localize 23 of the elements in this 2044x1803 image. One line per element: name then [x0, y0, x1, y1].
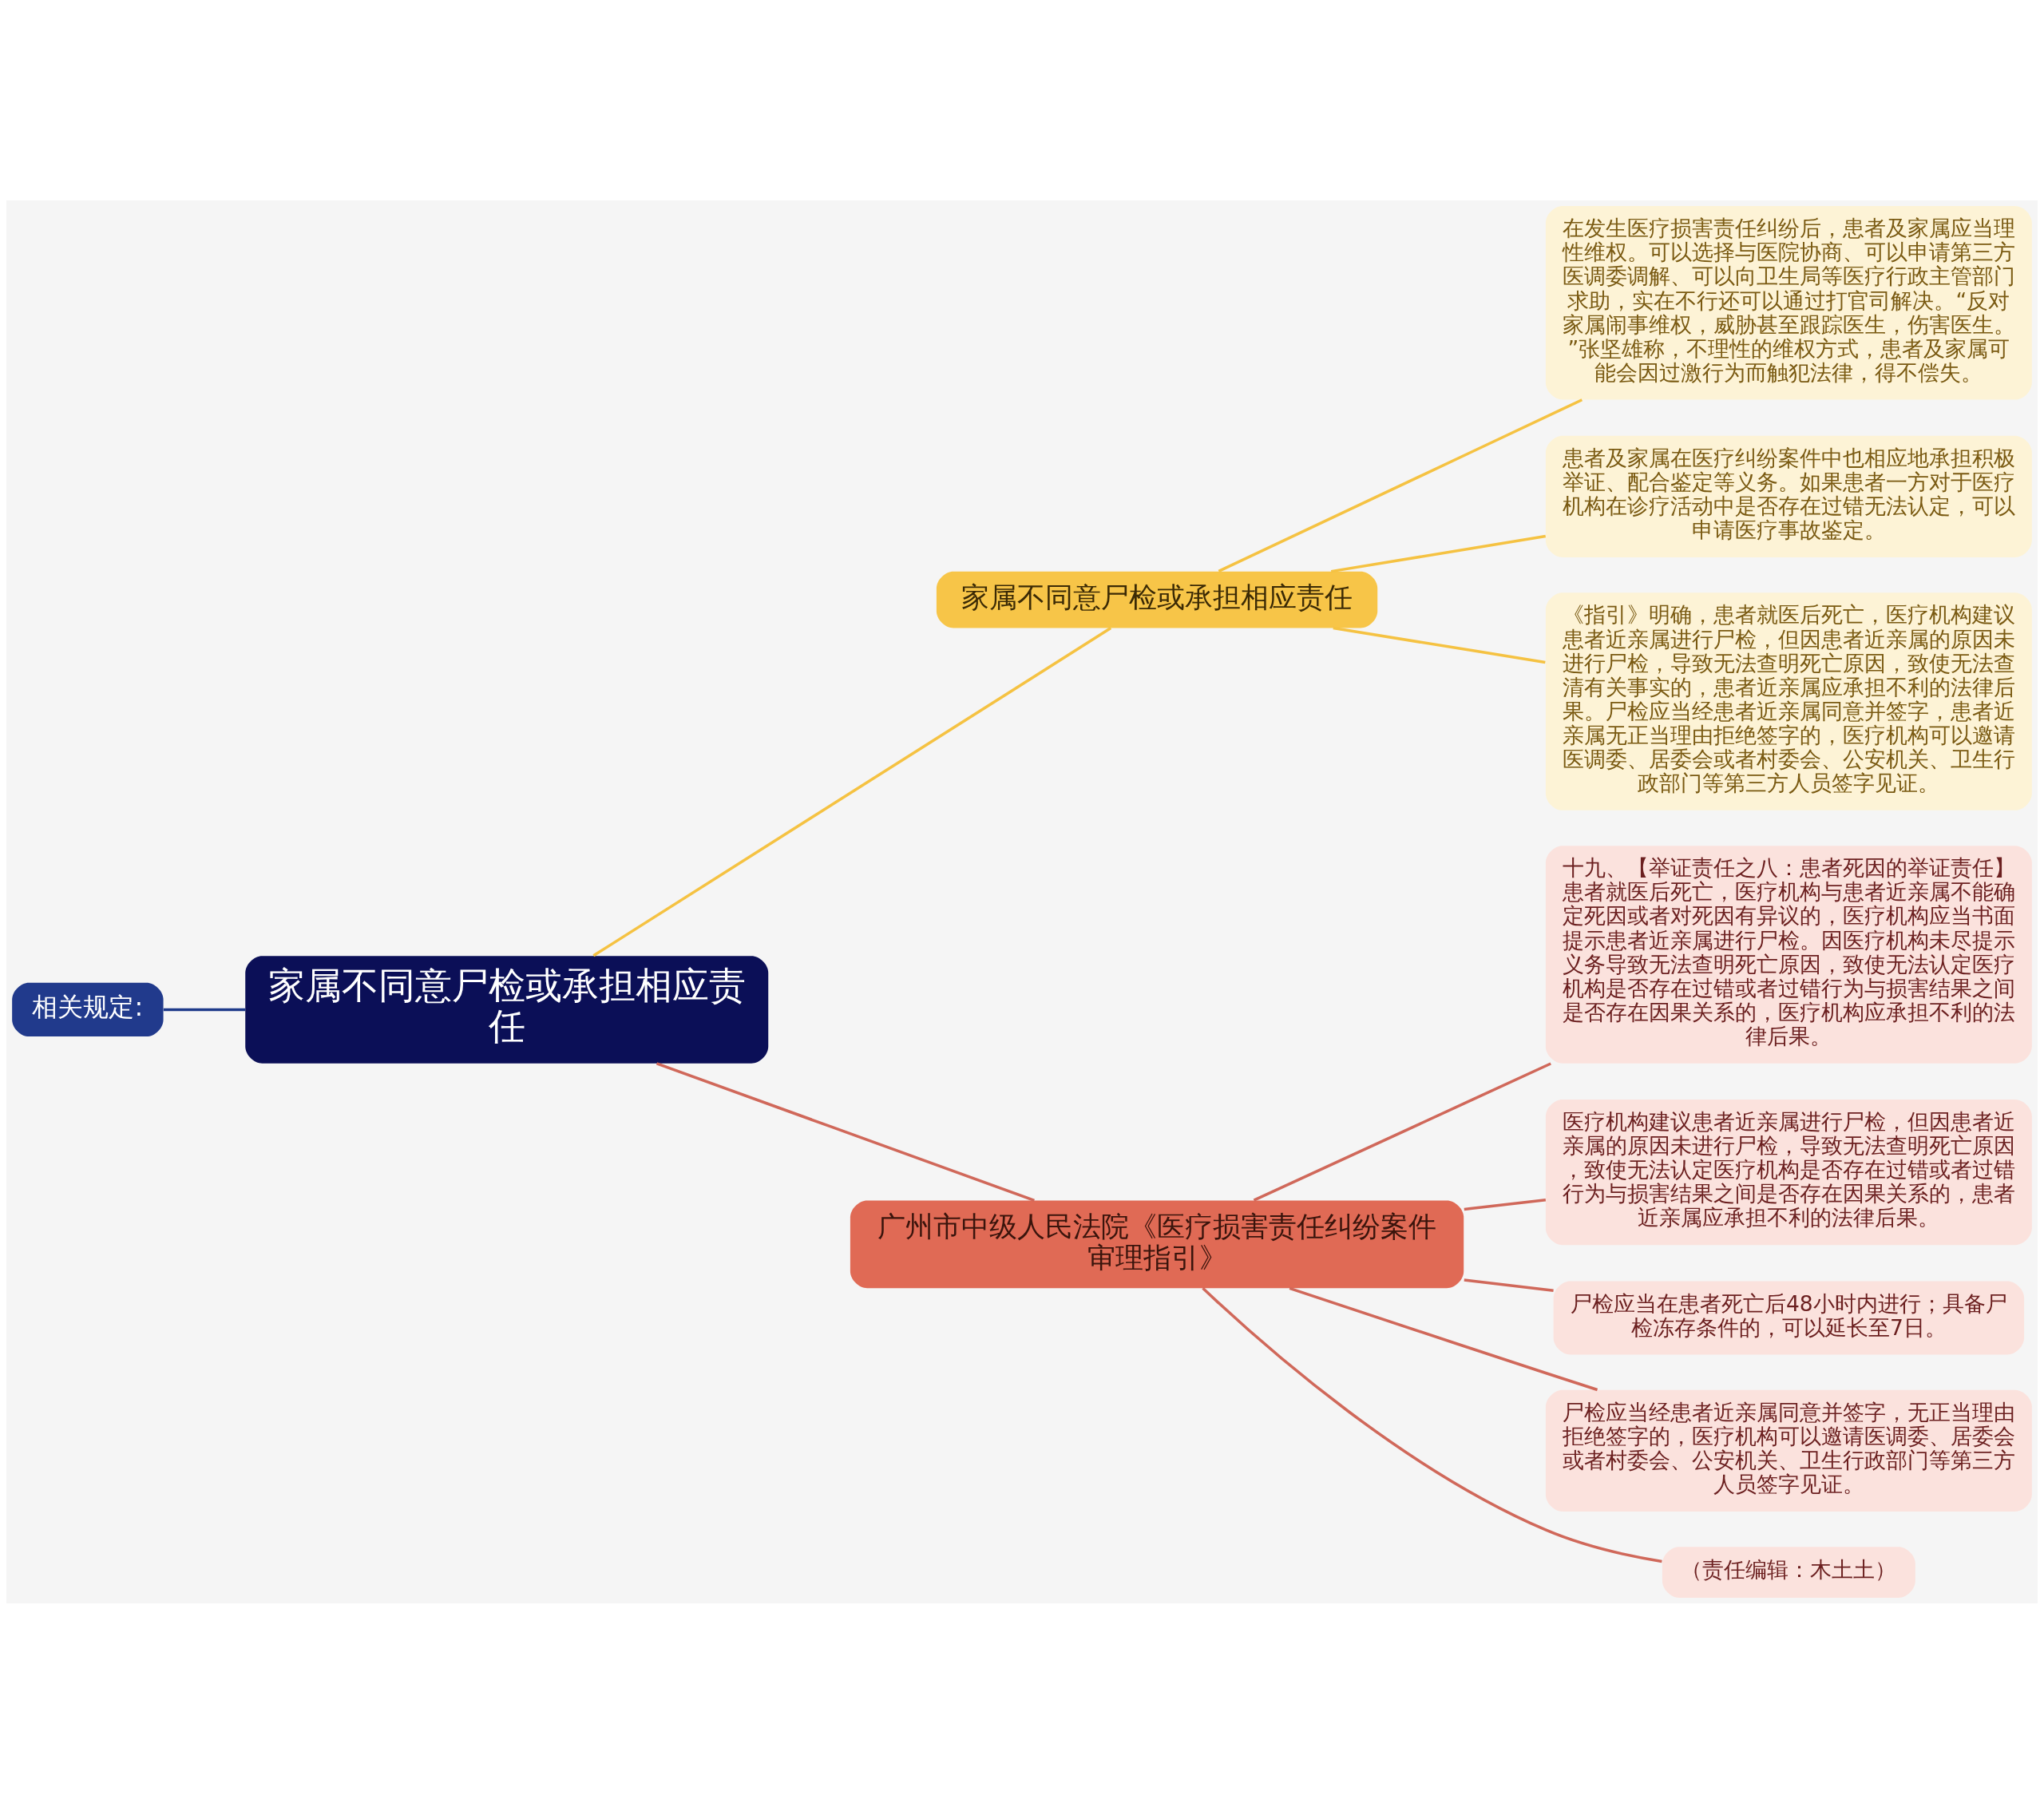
node-box: 《指引》明确，患者就医后死亡，医疗机构建议患者近亲属进行尸检，但因患者近亲属的原因未进行尸检，导致无法查明死亡原因，致使无法查清有关事实的，患者近亲属应承担不利的法律后果。尸检应当经患者近亲属同意并签字，患者近亲属无正当理由拒绝签字的，医疗机构可以邀请医调委、居委会或者村委会、公安机关、卫生行政部门等第三方人员签字见证。: [1545, 592, 2032, 810]
node-box: 相关规定:: [12, 982, 164, 1036]
connector: [1218, 398, 1583, 573]
node-box: 十九、【举证责任之八：患者死因的举证责任】患者就医后死亡，医疗机构与患者近亲属不能确定死因或者对死因有异议的，医疗机构应当书面提示患者近亲属进行尸检。因医疗机构未尽提示义务导致无法查明死亡原因，致使无法认定医疗机构是否存在过错或者过错行为与损害结果之间是否存在因果关系的，医疗机构应承担不利的法律后果。: [1545, 845, 2032, 1064]
connector: [1253, 1061, 1551, 1202]
connector: [1289, 1286, 1598, 1391]
connector: [1464, 1198, 1547, 1211]
connector: [1333, 626, 1546, 664]
node-box: 家属不同意尸检或承担相应责任: [245, 955, 769, 1064]
connector: [1202, 1286, 1662, 1563]
connector: [656, 1061, 1035, 1202]
node-box: 医疗机构建议患者近亲属进行尸检，但因患者近亲属的原因未进行尸检，导致无法查明死亡原因，致使无法认定医疗机构是否存在过错或者过错行为与损害结果之间是否存在因果关系的，患者近亲属应承担不利的法律后果。: [1545, 1099, 2032, 1245]
node-box: （责任编辑：木土土）: [1662, 1546, 1915, 1598]
node-box: 广州市中级人民法院《医疗损害责任纠纷案件审理指引》: [850, 1199, 1464, 1288]
connector: [1464, 1278, 1554, 1292]
node-box: 患者及家属在医疗纠纷案件中也相应地承担积极举证、配合鉴定等义务。如果患者一方对于医疗机构在诊疗活动中是否存在过错无法认定，可以申请医疗事故鉴定。: [1545, 435, 2032, 557]
connector: [1330, 534, 1547, 573]
node-box: 尸检应当在患者死亡后48小时内进行；具备尸检冻存条件的，可以延长至7日。: [1553, 1280, 2025, 1354]
node-box: 在发生医疗损害责任纠纷后，患者及家属应当理性维权。可以选择与医院协商、可以申请第三方医调委调解、可以向卫生局等医疗行政主管部门求助，实在不行还可以通过打官司解决。“反对家属闹事维权，威胁甚至跟踪医生，伤害医生。”张坚雄称，不理性的维权方式，患者及家属可能会因过激行为而触犯法律，得不偿失。: [1545, 205, 2032, 400]
connector: [592, 626, 1112, 957]
connector: [163, 1008, 246, 1011]
node-box: 家属不同意尸检或承担相应责任: [936, 571, 1378, 628]
node-box: 尸检应当经患者近亲属同意并签字，无正当理由拒绝签字的，医疗机构可以邀请医调委、居委会或者村委会、公安机关、卫生行政部门等第三方人员签字见证。: [1545, 1389, 2032, 1512]
